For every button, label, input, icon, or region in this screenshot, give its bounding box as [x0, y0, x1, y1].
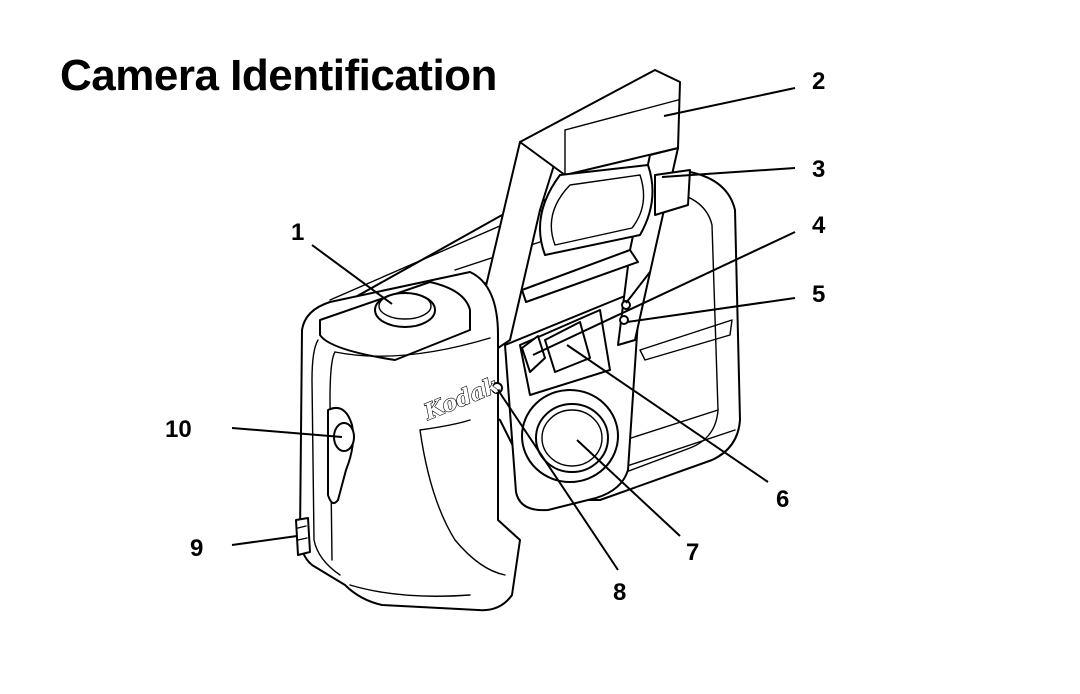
ready-light-2 — [619, 315, 629, 325]
flash-head-face — [564, 99, 679, 176]
callout-labels: 1 2 3 4 5 6 7 8 9 10 — [165, 68, 826, 606]
grip-housing — [299, 271, 521, 612]
flash-head — [519, 69, 681, 176]
body-bottom-groove — [614, 409, 736, 471]
leader-line-3 — [661, 167, 796, 178]
callout-9: 9 — [190, 535, 203, 562]
leader-line-10 — [231, 427, 343, 438]
leader-line-4a — [532, 231, 796, 356]
body-right-groove — [639, 319, 733, 361]
flash-crossbar — [521, 249, 639, 303]
lens — [535, 403, 609, 473]
ready-light — [621, 300, 631, 310]
leader-line-8 — [497, 389, 619, 571]
leader-line-6 — [566, 344, 769, 483]
leader-lines — [231, 87, 796, 571]
flash-reflector-inner — [550, 174, 645, 246]
grip-top-edge — [334, 337, 491, 357]
grip-left-contour — [311, 339, 341, 576]
leader-line-5 — [626, 297, 796, 323]
page-title: Camera Identification — [60, 51, 497, 100]
flash-side-post — [654, 169, 691, 216]
callout-4: 4 — [812, 212, 826, 239]
leader-line-4b — [625, 271, 651, 304]
leader-line-2 — [663, 87, 796, 117]
leader-line-9 — [231, 535, 298, 546]
callout-7: 7 — [686, 539, 699, 566]
grip-front-curve — [419, 419, 506, 576]
callout-3: 3 — [812, 156, 825, 183]
callout-10: 10 — [165, 416, 192, 443]
wrist-strap-post — [295, 517, 311, 556]
callout-6: 6 — [776, 486, 789, 513]
leader-line-7 — [576, 439, 681, 537]
leader-line-1 — [311, 244, 393, 305]
callout-8: 8 — [613, 579, 626, 606]
shutter-button-top — [378, 292, 432, 320]
grip-lower-curve — [349, 584, 471, 597]
callout-2: 2 — [812, 68, 825, 95]
grip-inner-contour — [329, 351, 336, 561]
wrist-strap-loop — [297, 525, 308, 541]
callout-1: 1 — [291, 219, 304, 246]
lens-inner-ring — [541, 409, 603, 467]
callout-5: 5 — [812, 281, 825, 308]
camera-illustration: Kodak — [295, 69, 741, 612]
